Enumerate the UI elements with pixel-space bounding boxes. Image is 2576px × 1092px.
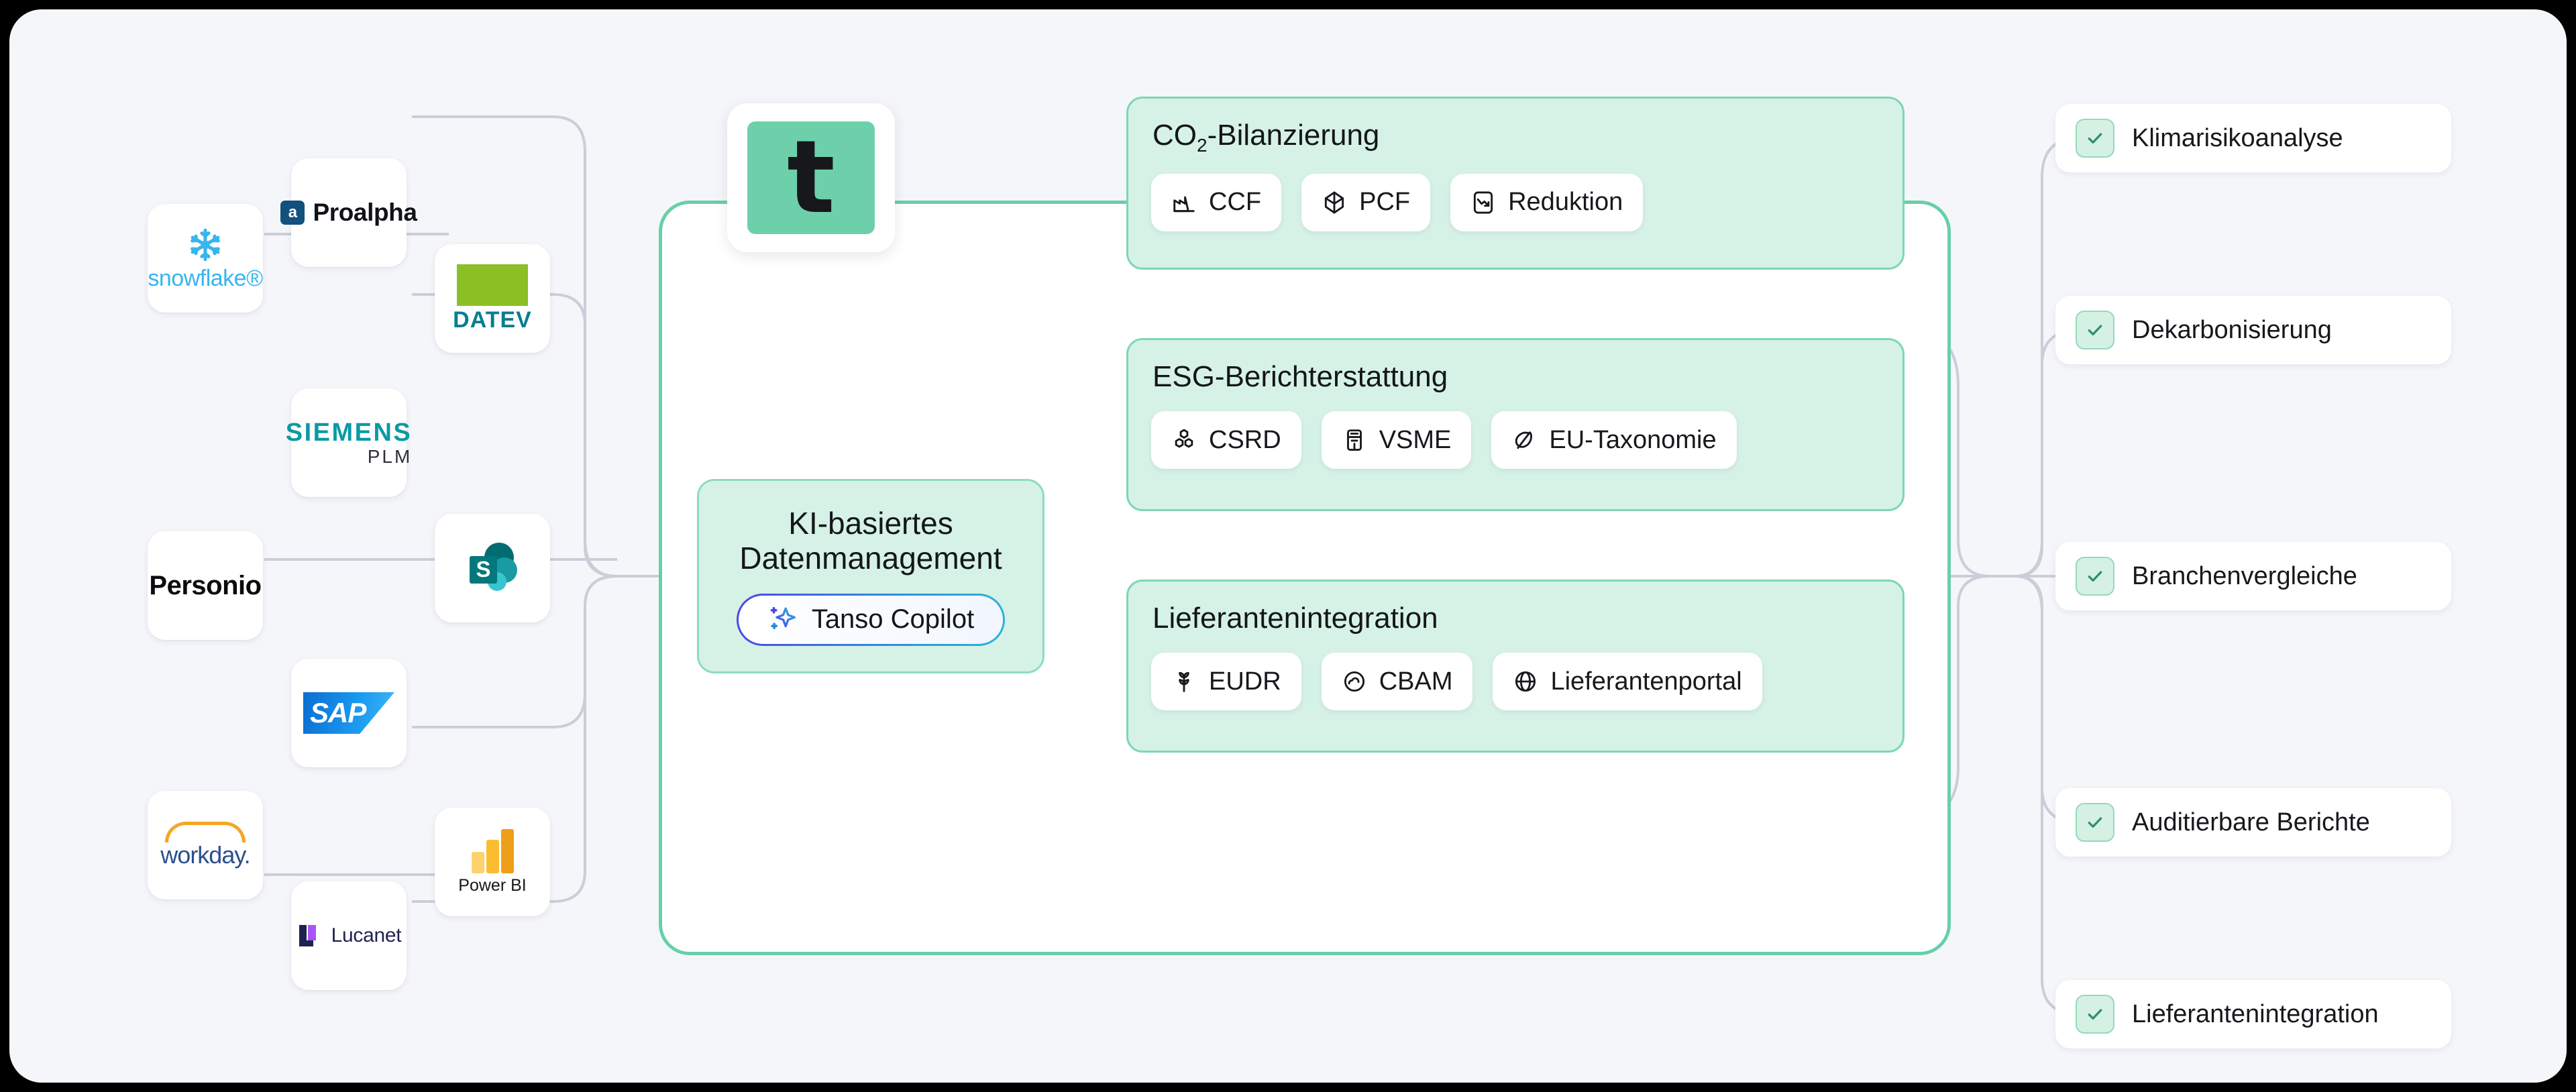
group-title-supplier: Lieferantenintegration xyxy=(1152,602,1438,635)
diagram-canvas: snowflake® Personio workday. a Proalpha … xyxy=(9,9,2567,1083)
source-label-siemens: SIEMENS xyxy=(285,418,413,447)
chip-pcf[interactable]: PCF xyxy=(1301,173,1431,231)
outcome-card-auditierbare-berichte[interactable]: Auditierbare Berichte xyxy=(2055,788,2451,857)
core-node-title: KI-basiertes Datenmanagement xyxy=(739,506,1002,576)
chip-eu-taxonomie[interactable]: EU-Taxonomie xyxy=(1491,411,1737,469)
factory-building-icon xyxy=(1346,429,1362,451)
core-title-line-2: Datenmanagement xyxy=(739,541,1002,576)
source-label-lucanet: Lucanet xyxy=(331,924,402,946)
chip-label-ccf: CCF xyxy=(1209,188,1262,217)
source-label-datev: DATEV xyxy=(453,307,532,333)
source-card-lucanet[interactable]: Lucanet xyxy=(291,881,407,990)
datev-block-icon xyxy=(457,264,528,306)
chip-cbam[interactable]: CBAM xyxy=(1321,653,1473,710)
trend-down-icon xyxy=(1474,191,1493,214)
check-icon xyxy=(2076,995,2114,1034)
outcome-label: Klimarisikoanalyse xyxy=(2132,123,2343,152)
outcome-label: Dekarbonisierung xyxy=(2132,315,2332,344)
chip-label-reduktion: Reduktion xyxy=(1508,188,1623,217)
power-bi-bars-icon xyxy=(471,828,514,873)
outcome-card-klimarisikoanalyse[interactable]: Klimarisikoanalyse xyxy=(2055,104,2451,172)
copilot-label: Tanso Copilot xyxy=(811,604,975,635)
capability-group-supplier: Lieferantenintegration EUDR CBAM xyxy=(1126,580,1904,753)
source-card-sharepoint[interactable]: S xyxy=(435,514,550,622)
chip-lieferantenportal[interactable]: Lieferantenportal xyxy=(1493,653,1762,710)
source-card-proalpha[interactable]: a Proalpha xyxy=(280,158,417,267)
svg-text:S: S xyxy=(476,557,490,582)
source-card-snowflake[interactable]: snowflake® xyxy=(148,204,263,313)
chip-label-vsme: VSME xyxy=(1379,425,1452,454)
capability-group-esg: ESG-Berichterstattung CSRD VSME xyxy=(1126,338,1904,511)
outcome-label: Lieferantenintegration xyxy=(2132,999,2379,1028)
check-icon xyxy=(2076,557,2114,596)
outcome-card-lieferantenintegration[interactable]: Lieferantenintegration xyxy=(2055,980,2451,1048)
source-card-datev[interactable]: DATEV xyxy=(435,244,550,353)
chip-eudr[interactable]: EUDR xyxy=(1151,653,1301,710)
chip-label-lieferantenportal: Lieferantenportal xyxy=(1550,667,1742,696)
cube-icon xyxy=(1325,191,1344,214)
chip-label-pcf: PCF xyxy=(1359,188,1411,217)
source-label-personio: Personio xyxy=(149,570,262,600)
check-icon xyxy=(2076,119,2114,158)
source-card-sap[interactable]: SAP xyxy=(291,659,407,767)
chip-label-csrd: CSRD xyxy=(1209,425,1281,454)
leaf-icon xyxy=(1515,431,1533,449)
lucanet-mark-icon xyxy=(299,925,316,946)
tanso-brand-letter: t xyxy=(747,121,875,234)
sap-logo-icon: SAP xyxy=(303,692,394,734)
source-label-sap: SAP xyxy=(310,697,366,728)
source-label-proalpha: Proalpha xyxy=(313,199,417,226)
source-label-power-bi: Power BI xyxy=(458,875,527,895)
group-title-co2: CO2-Bilanzierung xyxy=(1152,119,1380,156)
tanso-copilot-badge[interactable]: Tanso Copilot xyxy=(737,594,1005,646)
chip-vsme[interactable]: VSME xyxy=(1321,411,1472,469)
chip-label-cbam: CBAM xyxy=(1379,667,1453,696)
source-label-workday: workday. xyxy=(160,840,250,869)
check-icon xyxy=(2076,311,2114,349)
outcome-label: Auditierbare Berichte xyxy=(2132,808,2370,836)
core-node-ki-datenmanagement: KI-basiertes Datenmanagement Tanso Copil… xyxy=(697,479,1044,673)
source-label-siemens-sub: PLM xyxy=(367,445,413,467)
chip-csrd[interactable]: CSRD xyxy=(1151,411,1301,469)
source-card-siemens-plm[interactable]: SIEMENS PLM xyxy=(286,388,411,497)
chip-reduktion[interactable]: Reduktion xyxy=(1450,173,1644,231)
outcome-card-branchenvergleiche[interactable]: Branchenvergleiche xyxy=(2055,542,2451,610)
tanso-logo-tile: t xyxy=(727,103,895,252)
proalpha-mark-icon: a xyxy=(280,201,305,225)
outcome-label: Branchenvergleiche xyxy=(2132,561,2357,590)
core-title-line-1: KI-basiertes xyxy=(788,506,953,541)
sparkle-icon xyxy=(770,606,796,629)
cloud-circle-icon xyxy=(1344,671,1364,692)
check-icon xyxy=(2076,803,2114,842)
sprout-icon xyxy=(1179,671,1189,692)
source-card-workday[interactable]: workday. xyxy=(148,791,263,899)
sharepoint-icon: S xyxy=(462,540,523,596)
source-label-snowflake: snowflake® xyxy=(148,265,263,291)
workday-arc-icon xyxy=(164,821,246,842)
outcome-card-dekarbonisierung[interactable]: Dekarbonisierung xyxy=(2055,296,2451,364)
source-card-power-bi[interactable]: Power BI xyxy=(435,808,550,916)
chip-label-eudr: EUDR xyxy=(1209,667,1281,696)
globe-icon xyxy=(1515,671,1536,692)
snowflake-icon xyxy=(191,228,220,261)
chip-label-eu-taxonomie: EU-Taxonomie xyxy=(1549,425,1717,454)
chip-ccf[interactable]: CCF xyxy=(1151,173,1282,231)
source-card-personio[interactable]: Personio xyxy=(148,531,263,640)
factory-icon xyxy=(1173,196,1195,212)
capability-group-co2: CO2-Bilanzierung CCF PCF Reduktion xyxy=(1126,97,1904,270)
hexagons-icon xyxy=(1175,429,1193,448)
group-title-esg: ESG-Berichterstattung xyxy=(1152,360,1448,393)
